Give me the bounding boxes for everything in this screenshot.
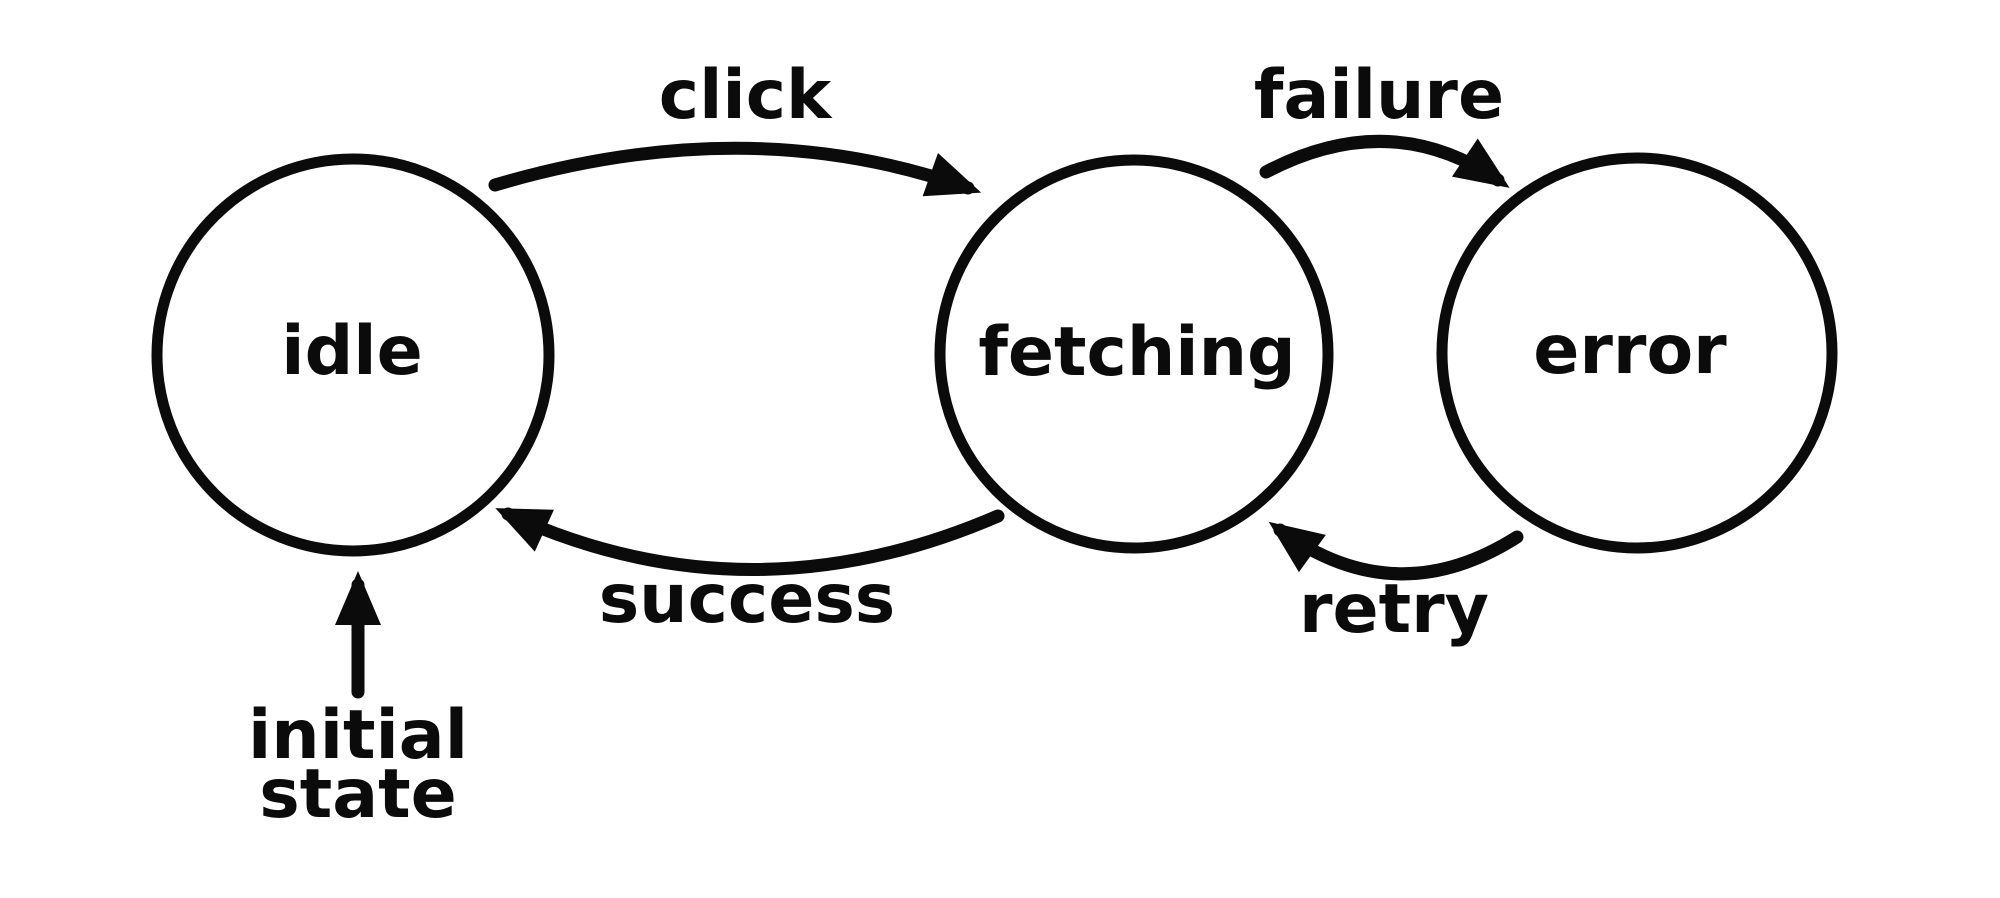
- transition-arrow-click: [488, 141, 982, 197]
- initial-state-label-line2: state: [259, 755, 457, 834]
- initial-state-label-line1: initial: [248, 696, 468, 775]
- state-label-error: error: [1533, 311, 1727, 390]
- transition-label-click: click: [659, 56, 833, 135]
- state-label-idle: idle: [281, 312, 422, 391]
- transition-label-success: success: [599, 560, 896, 639]
- transition-label-failure: failure: [1254, 56, 1504, 135]
- state-node-error: error: [1436, 152, 1838, 554]
- transition-arrow-failure: [1259, 134, 1510, 188]
- transition-arrow-success: [495, 507, 1005, 576]
- transition-arrow-retry: [1268, 521, 1524, 581]
- transition-label-retry: retry: [1299, 570, 1489, 649]
- state-node-idle: idle: [151, 153, 555, 557]
- state-circle-error: [1436, 152, 1838, 554]
- state-circle-idle: [151, 153, 555, 557]
- state-node-fetching: fetching: [934, 154, 1334, 554]
- state-label-fetching: fetching: [978, 313, 1295, 392]
- state-circle-fetching: [934, 154, 1334, 554]
- initial-state-label: initial state: [248, 696, 468, 834]
